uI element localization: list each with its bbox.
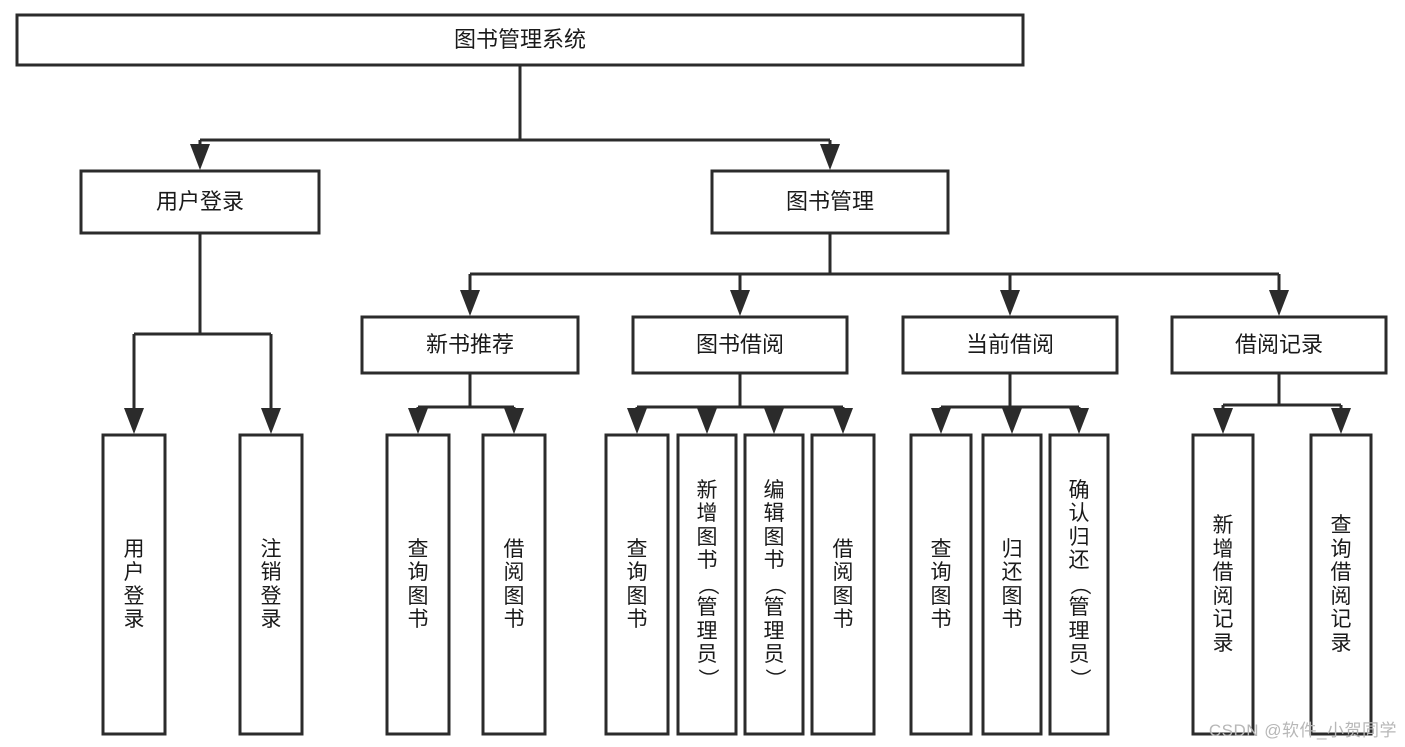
- node-box-leaf_0[interactable]: [101, 433, 167, 736]
- node-box-leaf_4[interactable]: [604, 433, 670, 736]
- node-label-l3_3: 借阅记录: [1235, 332, 1323, 357]
- node-box-leaf_11[interactable]: [1191, 433, 1255, 736]
- node-box-l3_3[interactable]: [1170, 315, 1388, 375]
- node-box-root[interactable]: [15, 13, 1025, 67]
- connector-group: [124, 233, 281, 434]
- connector-group: [931, 373, 1089, 434]
- node-label-l3_0: 新书推荐: [426, 332, 514, 357]
- node-box-leaf_9[interactable]: [981, 433, 1043, 736]
- node-box-leaf_7[interactable]: [810, 433, 876, 736]
- node-box-l2_1[interactable]: [710, 169, 950, 235]
- node-label-l2_0: 用户登录: [156, 189, 244, 214]
- node-box-l2_0[interactable]: [79, 169, 321, 235]
- connector-group: [1213, 373, 1351, 434]
- node-box-layer: [15, 13, 1388, 736]
- node-box-leaf_2[interactable]: [385, 433, 451, 736]
- connector-group: [627, 373, 853, 434]
- node-label-root: 图书管理系统: [454, 27, 586, 52]
- connector-layer: [124, 65, 1351, 434]
- node-label-l3_1: 图书借阅: [696, 332, 784, 357]
- node-box-leaf_3[interactable]: [481, 433, 547, 736]
- node-box-l3_0[interactable]: [360, 315, 580, 375]
- csdn-watermark: CSDN @软件_小贺同学: [1208, 721, 1397, 740]
- node-box-l3_1[interactable]: [631, 315, 849, 375]
- node-label-l3_2: 当前借阅: [966, 332, 1054, 357]
- node-box-leaf_6[interactable]: [743, 433, 805, 736]
- node-box-leaf_5[interactable]: [676, 433, 738, 736]
- connector-group: [190, 65, 840, 170]
- node-box-leaf_12[interactable]: [1309, 433, 1373, 736]
- node-label-l2_1: 图书管理: [786, 189, 874, 214]
- connector-group: [460, 233, 1289, 316]
- connector-group: [408, 373, 524, 434]
- node-box-leaf_10[interactable]: [1048, 433, 1110, 736]
- node-box-leaf_8[interactable]: [909, 433, 973, 736]
- node-box-l3_2[interactable]: [901, 315, 1119, 375]
- node-box-leaf_1[interactable]: [238, 433, 304, 736]
